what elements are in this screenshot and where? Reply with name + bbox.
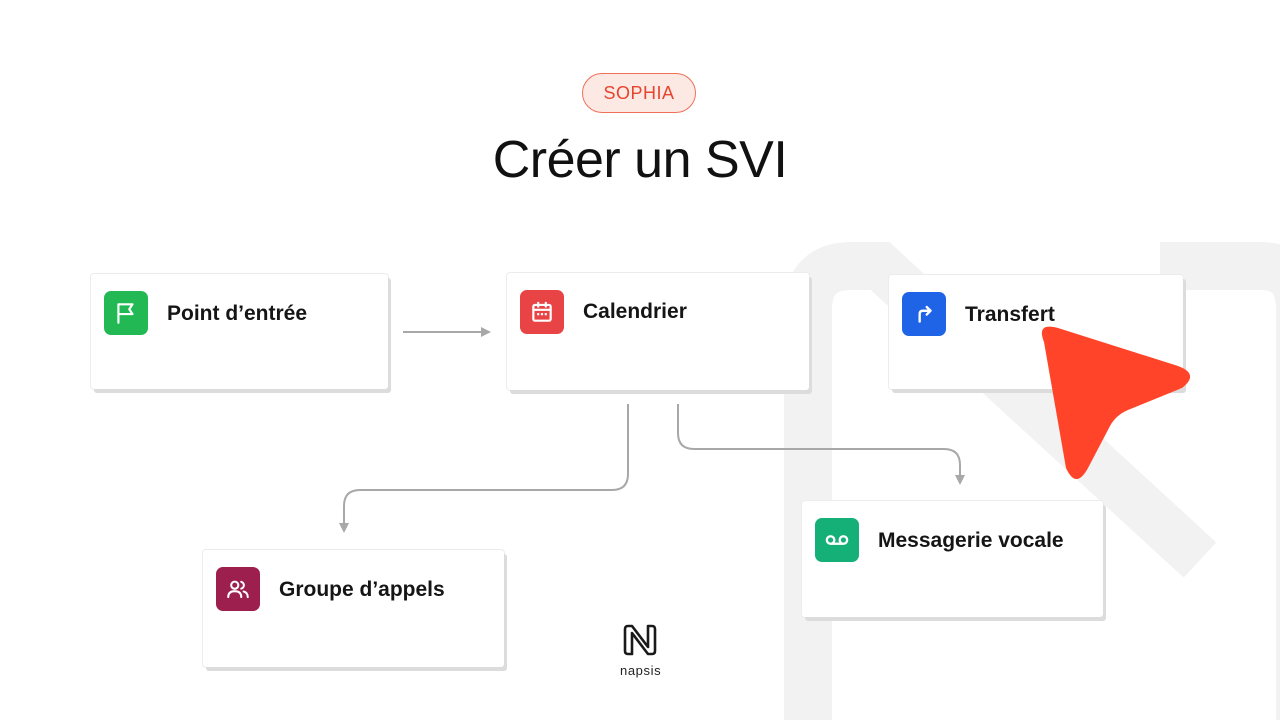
node-entry-point[interactable]: Point d’entrée: [91, 274, 388, 389]
calendar-icon: [520, 290, 564, 334]
node-label: Transfert: [965, 303, 1055, 326]
node-label: Point d’entrée: [167, 302, 308, 325]
node-call-group[interactable]: Groupe d’appels: [203, 550, 504, 667]
node-calendar[interactable]: Calendrier: [507, 273, 809, 390]
node-voicemail[interactable]: Messagerie vocale: [802, 501, 1103, 617]
napsis-logo: napsis: [620, 623, 662, 681]
connector-calendar-to-voicemail: [677, 404, 965, 485]
node-label: Groupe d’appels: [279, 578, 445, 601]
napsis-logo-icon: [623, 624, 657, 656]
flag-icon: [104, 291, 148, 335]
brand-name: napsis: [620, 663, 662, 678]
presenter-badge: SOPHIA: [582, 73, 696, 113]
users-icon: [216, 567, 260, 611]
node-label: Calendrier: [583, 300, 687, 323]
node-label: Messagerie vocale: [878, 529, 1064, 552]
arrow-turn-right-icon: [902, 292, 946, 336]
voicemail-icon: [815, 518, 859, 562]
connector-calendar-to-group: [339, 404, 629, 533]
page-title: Créer un SVI: [492, 131, 788, 189]
node-transfer[interactable]: Transfert: [889, 275, 1183, 389]
